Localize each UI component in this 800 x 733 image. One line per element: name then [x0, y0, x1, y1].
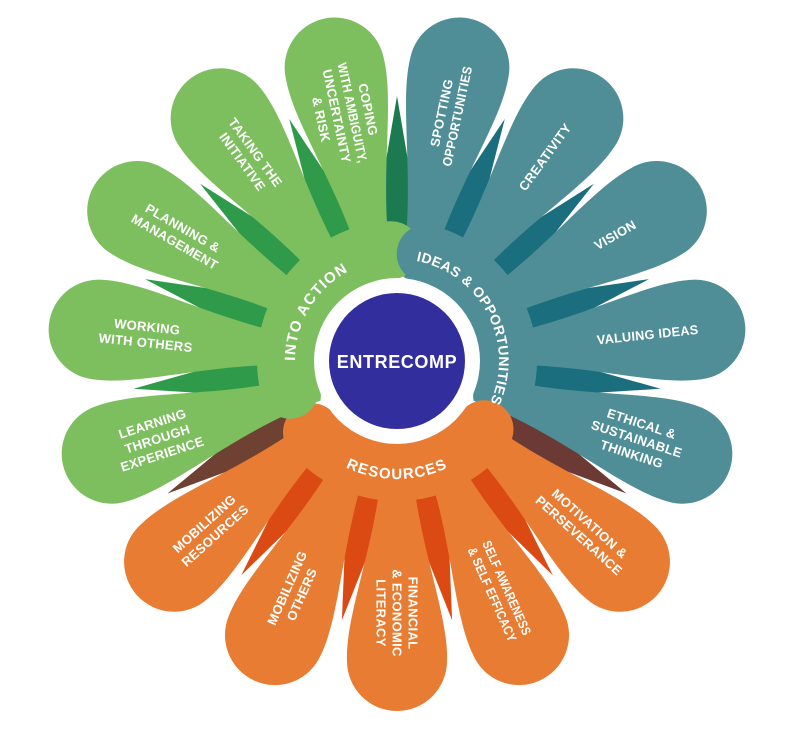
petal-spotting-opportunities [400, 17, 510, 282]
center-blue-circle [329, 293, 465, 429]
petal-mobilizing-others [225, 432, 376, 686]
ring-arc-resources [283, 400, 514, 501]
shadow-wedge [167, 396, 310, 494]
petal-creativity [435, 68, 624, 301]
petal-motivation-perseverance [450, 407, 670, 612]
petal-coping-with-ambiguity-uncertainty-risk [284, 17, 394, 282]
petal-vision [463, 161, 707, 331]
shadow-wedge [484, 396, 627, 494]
petal-self-awareness-self-efficacy [418, 432, 569, 686]
ring-arc-ideas-swirl-cap [396, 224, 498, 305]
petal-mobilizing-resources [124, 407, 344, 612]
section-ring [257, 221, 537, 501]
petal-valuing-ideas [477, 279, 746, 381]
petal-working-with-others [48, 279, 317, 381]
petal-taking-the-initiative [170, 68, 359, 301]
petal-label-financial-economic-literacy: FINANCIAL& ECONOMICLITERACY [374, 569, 421, 657]
ring-arc-into-action [257, 221, 421, 419]
petal-learning-through-experience [61, 373, 321, 504]
petal-financial-economic-literacy [346, 442, 448, 711]
center-label: ENTRECOMP [337, 352, 457, 372]
petals [48, 17, 746, 711]
petal-ethical-sustainable-thinking [473, 373, 733, 504]
petal-planning-management [87, 161, 331, 331]
